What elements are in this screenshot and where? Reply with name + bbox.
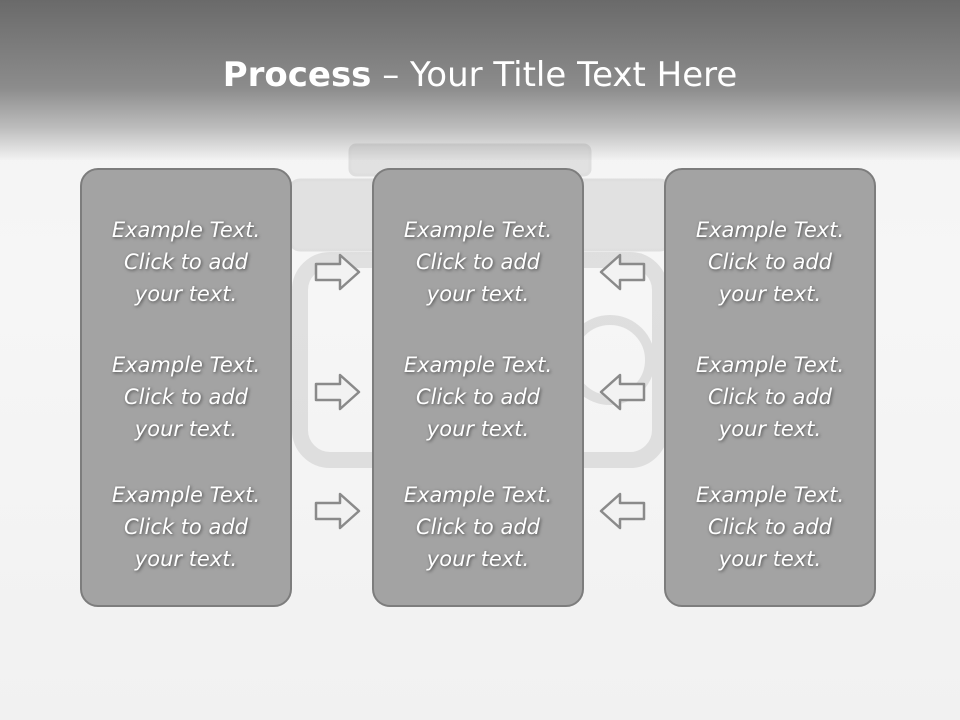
text-line: your text. — [426, 547, 530, 571]
text-line: Click to add — [123, 385, 248, 409]
text-line: your text. — [718, 282, 822, 306]
text-line: Click to add — [123, 515, 248, 539]
text-line: your text. — [134, 417, 238, 441]
text-line: Example Text. — [403, 353, 553, 377]
text-block[interactable]: Example Text. Click to add your text. — [666, 214, 874, 310]
panel-center[interactable]: Example Text. Click to add your text. Ex… — [372, 168, 584, 607]
text-block[interactable]: Example Text. Click to add your text. — [374, 214, 582, 310]
text-block[interactable]: Example Text. Click to add your text. — [374, 479, 582, 575]
text-line: Example Text. — [695, 483, 845, 507]
text-line: Click to add — [415, 250, 540, 274]
title-banner — [0, 0, 960, 160]
text-block[interactable]: Example Text. Click to add your text. — [82, 214, 290, 310]
text-line: Example Text. — [695, 218, 845, 242]
right-arrow-icon — [314, 492, 361, 530]
title-bold: Process — [222, 55, 372, 95]
text-block[interactable]: Example Text. Click to add your text. — [82, 349, 290, 445]
text-line: your text. — [426, 417, 530, 441]
text-line: Example Text. — [111, 218, 261, 242]
title-rest: – Your Title Text Here — [371, 55, 738, 95]
text-line: Example Text. — [111, 353, 261, 377]
text-line: Example Text. — [695, 353, 845, 377]
text-line: Click to add — [415, 515, 540, 539]
text-block[interactable]: Example Text. Click to add your text. — [666, 479, 874, 575]
text-line: Click to add — [707, 515, 832, 539]
text-block[interactable]: Example Text. Click to add your text. — [82, 479, 290, 575]
text-line: Example Text. — [111, 483, 261, 507]
text-line: Click to add — [415, 385, 540, 409]
text-line: your text. — [134, 282, 238, 306]
text-line: Click to add — [123, 250, 248, 274]
slide-title[interactable]: Process – Your Title Text Here — [0, 52, 960, 98]
text-block[interactable]: Example Text. Click to add your text. — [374, 349, 582, 445]
left-arrow-icon — [599, 373, 646, 411]
text-line: Click to add — [707, 385, 832, 409]
left-arrow-icon — [599, 492, 646, 530]
text-line: Click to add — [707, 250, 832, 274]
text-line: Example Text. — [403, 218, 553, 242]
panel-right[interactable]: Example Text. Click to add your text. Ex… — [664, 168, 876, 607]
text-block[interactable]: Example Text. Click to add your text. — [666, 349, 874, 445]
text-line: your text. — [718, 417, 822, 441]
panel-left[interactable]: Example Text. Click to add your text. Ex… — [80, 168, 292, 607]
text-line: Example Text. — [403, 483, 553, 507]
left-arrow-icon — [599, 253, 646, 291]
text-line: your text. — [718, 547, 822, 571]
text-line: your text. — [426, 282, 530, 306]
right-arrow-icon — [314, 373, 361, 411]
text-line: your text. — [134, 547, 238, 571]
right-arrow-icon — [314, 253, 361, 291]
